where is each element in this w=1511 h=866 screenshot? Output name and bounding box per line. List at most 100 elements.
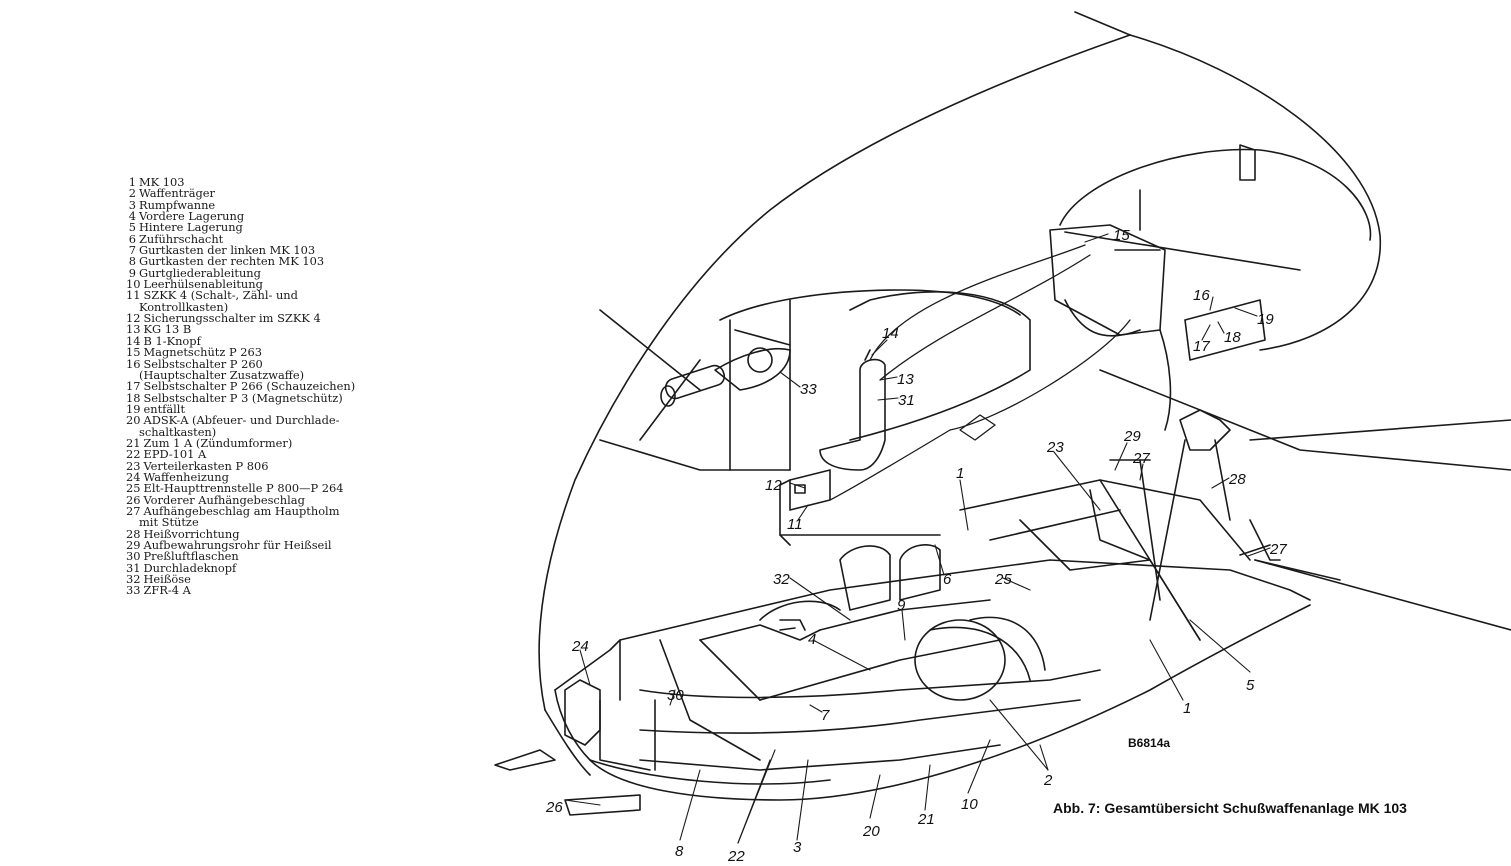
legend-number: 29 <box>126 538 141 552</box>
callout-1-bottom: 1 <box>1183 700 1191 717</box>
legend-number: 21 <box>126 435 141 450</box>
legend-item-continuation: mit Stütze <box>139 515 199 530</box>
cockpit-frame <box>599 144 1266 471</box>
callout-22: 22 <box>727 848 745 865</box>
callout-5: 5 <box>1246 677 1255 694</box>
legend-text: Aufbewahrungsrohr für Heißseil <box>143 538 332 552</box>
legend-number: 30 <box>126 549 141 564</box>
legend-text: Hintere Lagerung <box>139 220 243 235</box>
legend-item-continuation: Kontrollkasten) <box>139 299 229 314</box>
callout-27-upper: 27 <box>1132 450 1150 467</box>
legend-text: ZFR-4 A <box>143 583 191 598</box>
callout-26: 26 <box>545 799 563 816</box>
legend-number: 4 <box>128 209 136 224</box>
legend-number: 16 <box>126 356 141 371</box>
ammo-belt-boxes <box>759 544 941 631</box>
legend-text: Waffenheizung <box>143 469 229 484</box>
legend-number: 8 <box>128 254 136 269</box>
callout-27-lower: 27 <box>1269 541 1287 558</box>
legend-text: EPD-101 A <box>143 447 207 462</box>
callout-21: 21 <box>917 811 935 828</box>
legend-number: 27 <box>126 503 141 518</box>
legend-text: Heißöse <box>143 572 191 587</box>
legend-number: 1 <box>128 175 136 189</box>
callout-31: 31 <box>898 392 915 409</box>
legend-number: 17 <box>126 379 141 394</box>
legend-text: ADSK-A (Abfeuer- und Durchlade- <box>143 413 340 428</box>
legend-text: Aufhängebeschlag am Hauptholm <box>143 503 340 518</box>
callout-10: 10 <box>961 796 978 813</box>
legend-number: 9 <box>128 265 136 280</box>
legend-number: 33 <box>126 583 141 598</box>
callout-20: 20 <box>862 823 880 840</box>
callout-8: 8 <box>675 843 684 860</box>
callout-15: 15 <box>1113 227 1130 244</box>
legend-item-continuation: schaltkasten) <box>139 424 217 439</box>
legend-number: 10 <box>126 277 141 292</box>
callout-11: 11 <box>787 516 803 533</box>
legend-text: Durchladeknopf <box>143 560 237 575</box>
legend-text: Leerhülsenableitung <box>143 277 263 292</box>
front-mount-assembly <box>494 679 641 816</box>
legend-text: Selbstschalter P 266 (Schauzeichen) <box>143 379 356 394</box>
callout-23: 23 <box>1046 439 1064 456</box>
legend-number: 5 <box>128 220 136 235</box>
canopy-outline <box>538 11 1511 776</box>
callout-7: 7 <box>821 707 830 724</box>
callout-leader-lines <box>564 233 1271 844</box>
legend-number: 32 <box>126 572 141 587</box>
legend-item-continuation: (Hauptschalter Zusatzwaffe) <box>139 367 305 382</box>
wiring-harness <box>829 244 1131 501</box>
weapon-tub <box>554 559 1311 801</box>
legend-number: 12 <box>126 311 141 326</box>
legend-number: 3 <box>128 197 136 212</box>
legend-text: Heißvorrichtung <box>143 526 240 541</box>
callout-32: 32 <box>773 571 790 588</box>
callout-25: 25 <box>994 571 1012 588</box>
legend-text: Magnetschütz P 263 <box>143 345 263 360</box>
callout-9: 9 <box>897 597 906 614</box>
figure-caption: Abb. 7: Gesamtübersicht Schußwaffenanlag… <box>1053 800 1407 816</box>
legend-number: 13 <box>126 322 141 337</box>
legend-number: 2 <box>128 186 136 201</box>
zfr-4a-gunsight <box>660 329 791 407</box>
legend-text: Vorderer Aufhängebeschlag <box>143 492 305 507</box>
legend-text: Preßluftflaschen <box>143 549 239 564</box>
callout-17: 17 <box>1193 338 1210 355</box>
legend-text: Gurtkasten der linken MK 103 <box>139 243 316 258</box>
callout-14: 14 <box>882 325 899 342</box>
legend-text: Elt-Haupttrennstelle P 800—P 264 <box>143 481 344 496</box>
legend-text: Vordere Lagerung <box>139 209 245 224</box>
legend-number: 19 <box>126 401 141 416</box>
legend-number: 22 <box>126 447 141 462</box>
legend-text: Selbstschalter P 260 <box>143 356 263 371</box>
drawing-code: B6814a <box>1128 736 1170 750</box>
legend-text: Rumpfwanne <box>139 197 216 212</box>
legend-number: 14 <box>126 333 141 348</box>
callout-6: 6 <box>943 571 952 588</box>
